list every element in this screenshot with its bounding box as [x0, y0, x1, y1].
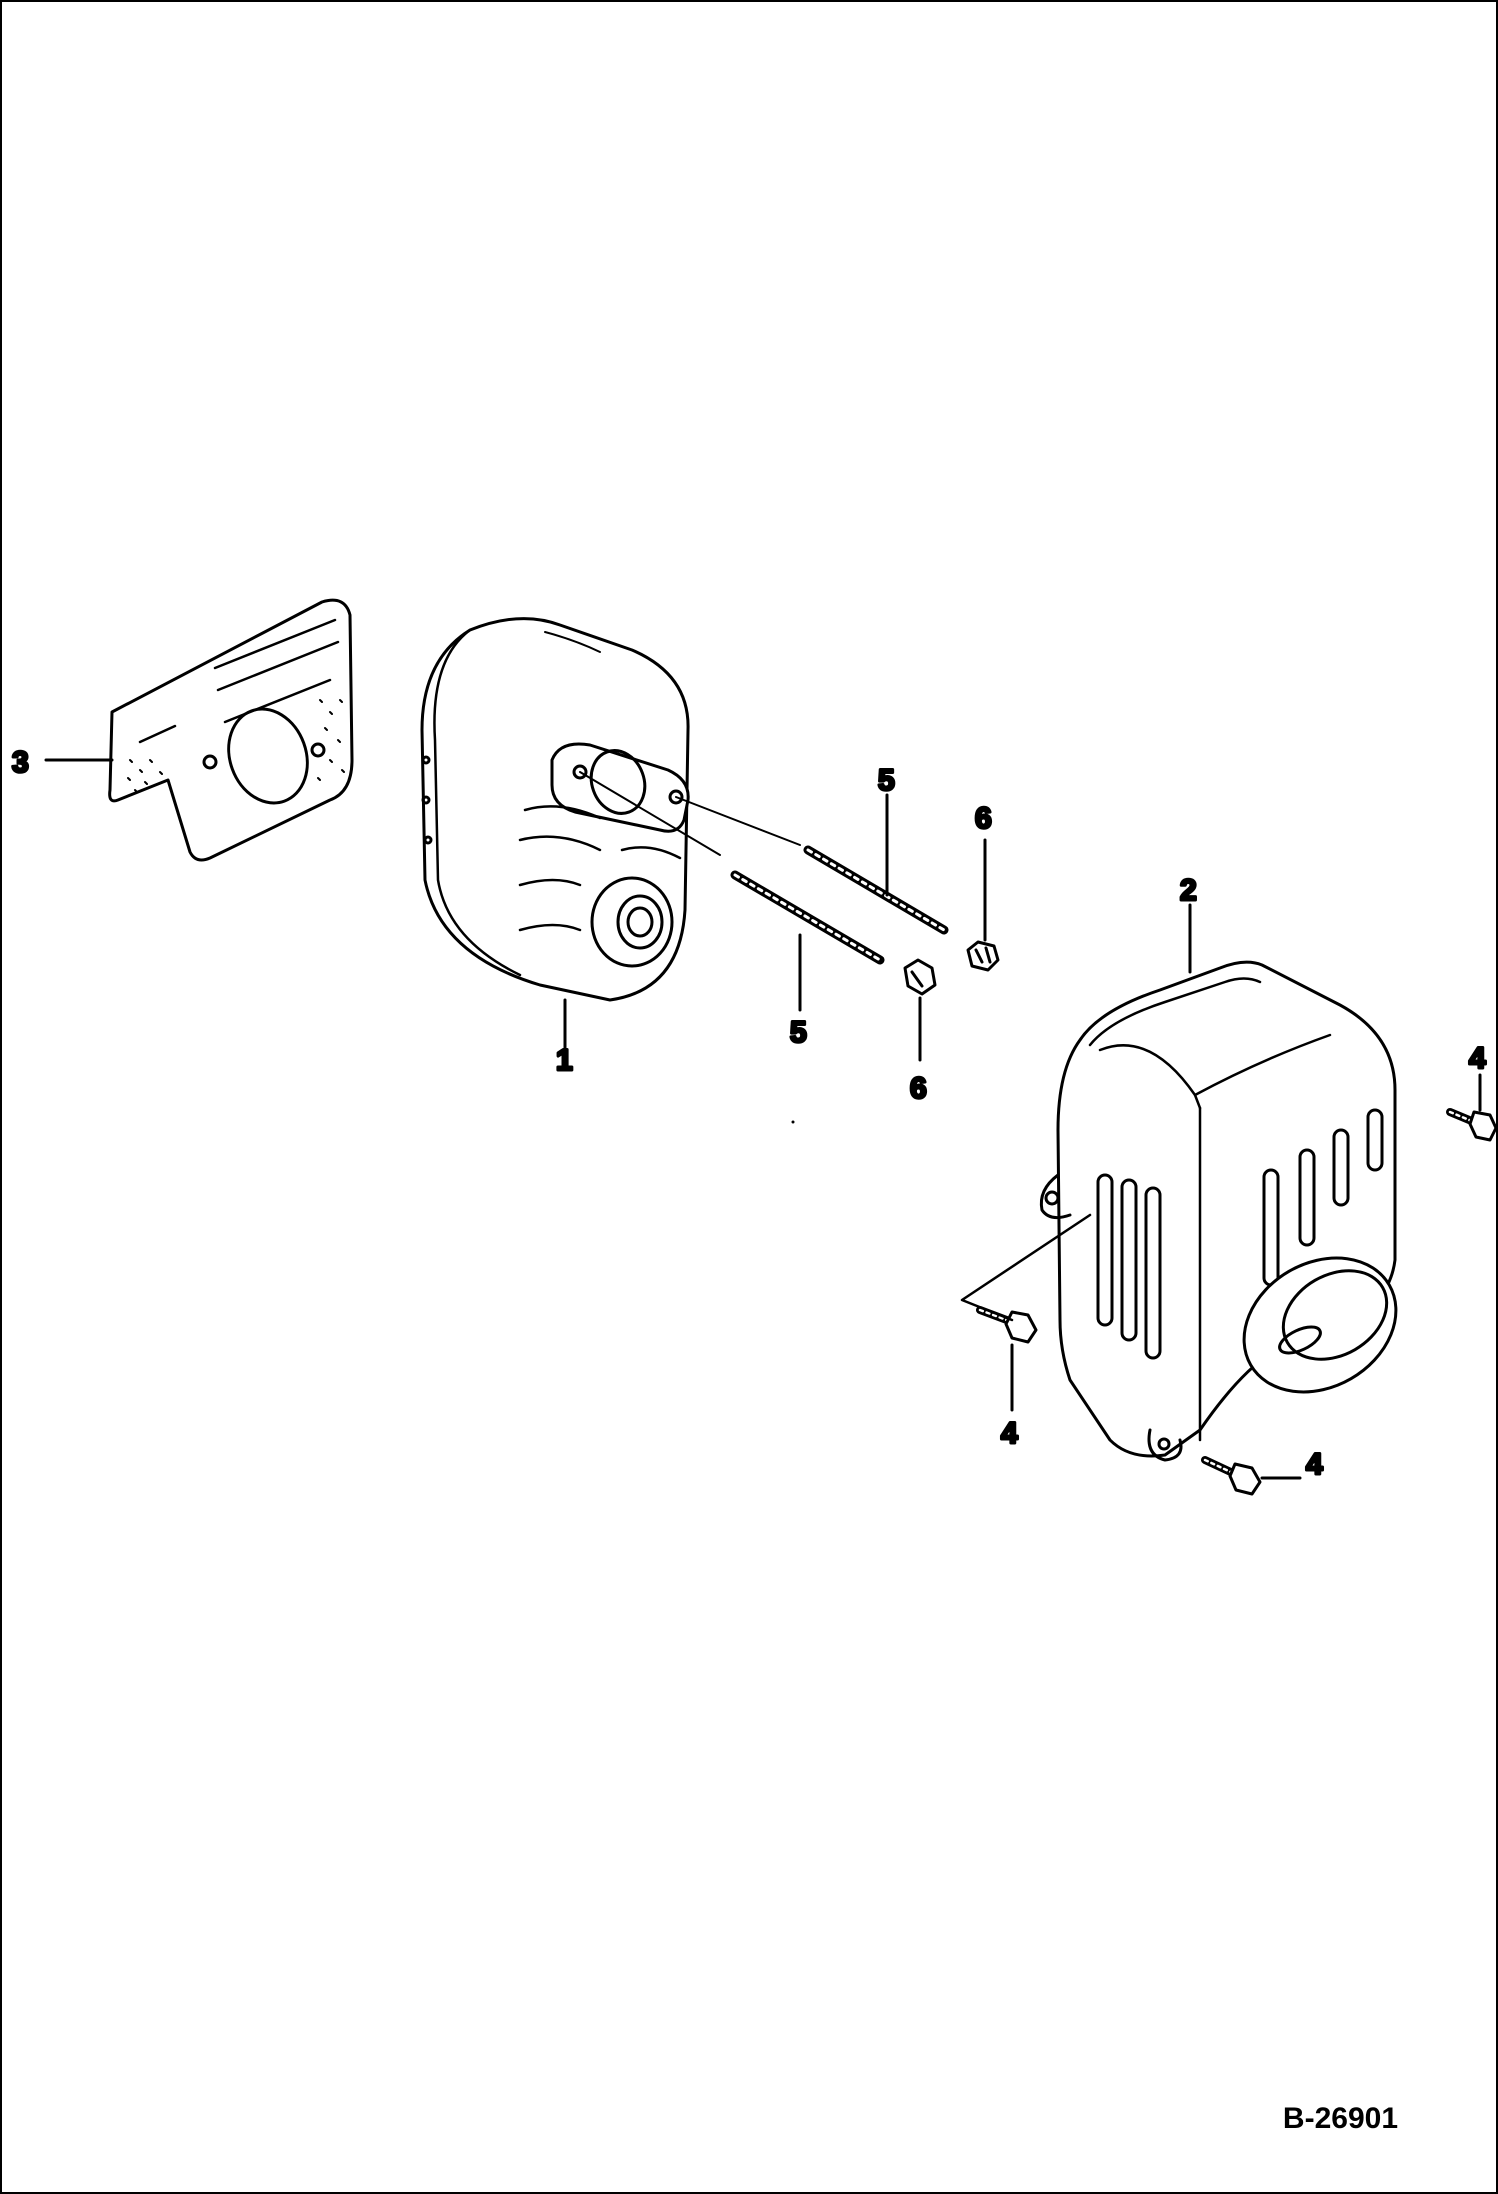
muffler-guard: [1039, 960, 1398, 1462]
callout-4b: 4: [1306, 1448, 1323, 1481]
callout-5a: 5: [878, 764, 895, 797]
nut-lower: [903, 958, 937, 996]
callout-4c: 4: [1469, 1042, 1486, 1075]
callout-1: 1: [556, 1044, 573, 1077]
leader-bolt-left-ref: [960, 1213, 1092, 1322]
callout-2: 2: [1180, 874, 1197, 907]
ink-dot: [791, 1120, 795, 1124]
stud-axis-upper: [675, 796, 801, 846]
callout-5b: 5: [790, 1016, 807, 1049]
callout-3: 3: [12, 746, 29, 779]
callout-4a: 4: [1001, 1417, 1018, 1450]
gasket-plate: [108, 598, 354, 862]
muffler-body: [420, 617, 690, 1002]
stud-upper: [803, 845, 949, 935]
bolt-left: [976, 1306, 1038, 1344]
stud-lower: [730, 870, 885, 965]
stud-axis-lower: [579, 771, 721, 856]
bolt-right: [1446, 1108, 1498, 1142]
bolt-bottom: [1201, 1456, 1262, 1496]
drawing-code: B-26901: [1282, 2102, 1398, 2135]
nut-upper: [966, 940, 1000, 972]
callout-6b: 6: [910, 1072, 927, 1105]
callout-6a: 6: [975, 802, 992, 835]
